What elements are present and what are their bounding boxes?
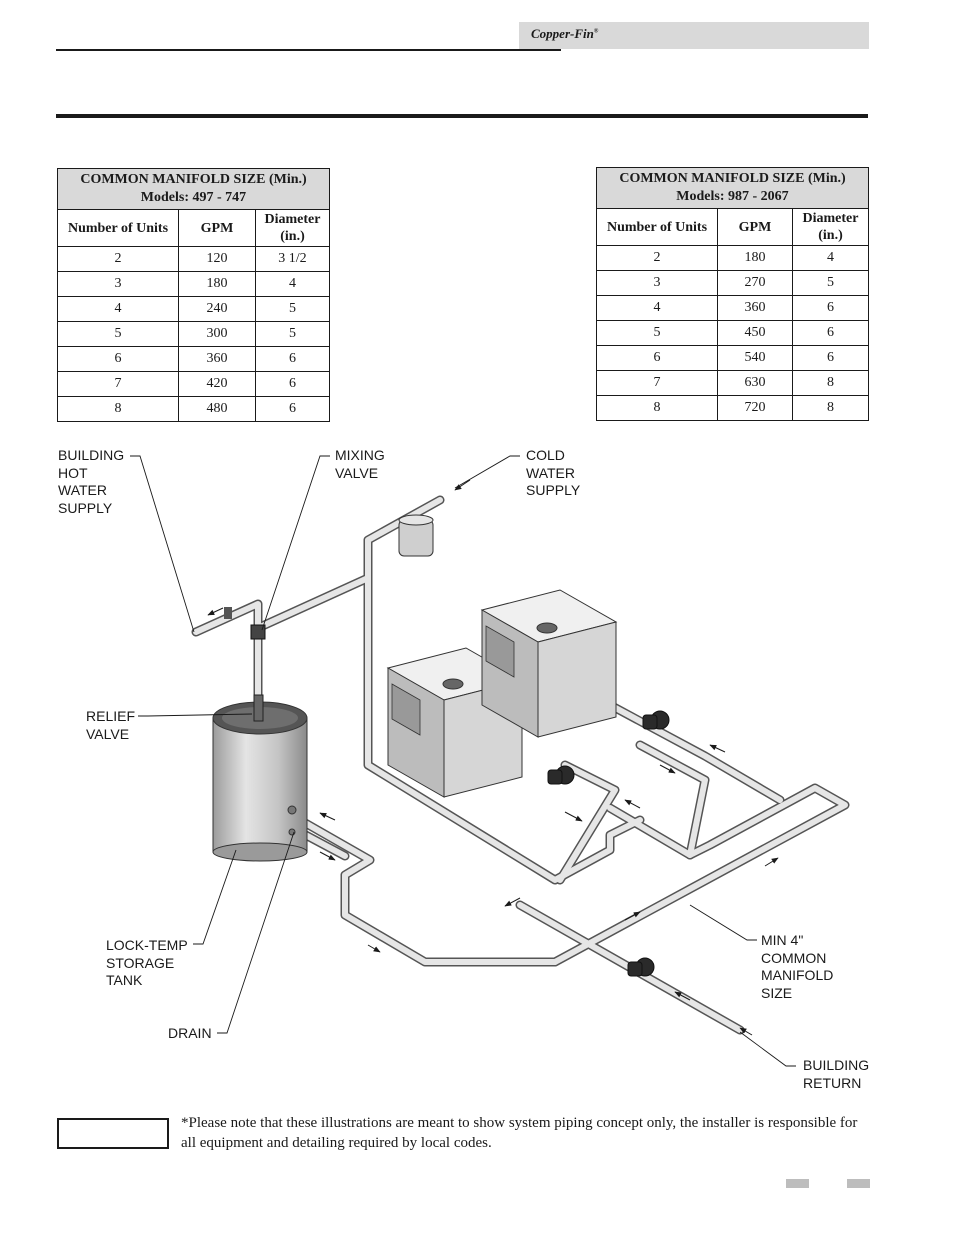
page-marker-right (847, 1179, 870, 1188)
storage-tank (212, 701, 308, 862)
table-caption: COMMON MANIFOLD SIZE (Min.) Models: 987 … (596, 167, 869, 209)
section-rule (56, 114, 868, 118)
label-building-return: BUILDING RETURN (803, 1057, 870, 1091)
col-diameter: Diameter (in.) (792, 208, 869, 246)
table-caption: COMMON MANIFOLD SIZE (Min.) Models: 497 … (57, 168, 330, 210)
pumps (547, 710, 670, 977)
label-lock-temp-storage-tank: LOCK-TEMP STORAGE TANK (106, 937, 188, 988)
installation-note: *Please note that these illustrations ar… (181, 1115, 858, 1151)
manifold-size-table-small-models: COMMON MANIFOLD SIZE (Min.) Models: 497 … (57, 168, 330, 422)
callout-leaders (130, 455, 796, 1067)
col-gpm: GPM (717, 208, 793, 246)
label-drain: DRAIN (168, 1025, 212, 1041)
col-diameter: Diameter (in.) (255, 209, 330, 247)
expansion-tank (398, 514, 434, 557)
piping-diagram (130, 455, 850, 1067)
label-cold-water-supply: COLD WATER SUPPLY (526, 447, 581, 498)
pipes (191, 495, 850, 1035)
note-box (57, 1118, 169, 1149)
col-number-of-units: Number of Units (57, 209, 179, 247)
manifold-size-table-large-models: COMMON MANIFOLD SIZE (Min.) Models: 987 … (596, 167, 869, 421)
mixing-valve (224, 607, 266, 640)
brand-banner: Copper-Fin® (519, 22, 869, 49)
label-mixing-valve: MIXING VALVE (335, 447, 385, 481)
col-number-of-units: Number of Units (596, 208, 718, 246)
boiler-unit (480, 589, 618, 738)
label-building-hot-water-supply: BUILDING HOT WATER SUPPLY (58, 447, 125, 516)
brand-name: Copper-Fin® (531, 26, 599, 41)
label-min-common-manifold-size: MIN 4" COMMON MANIFOLD SIZE (761, 932, 834, 1001)
label-relief-valve: RELIEF VALVE (86, 708, 136, 742)
page-marker-left (786, 1179, 809, 1188)
relief-valve (253, 694, 264, 722)
flow-arrows (207, 479, 779, 1036)
col-gpm: GPM (178, 209, 256, 247)
header-rule (56, 49, 561, 51)
